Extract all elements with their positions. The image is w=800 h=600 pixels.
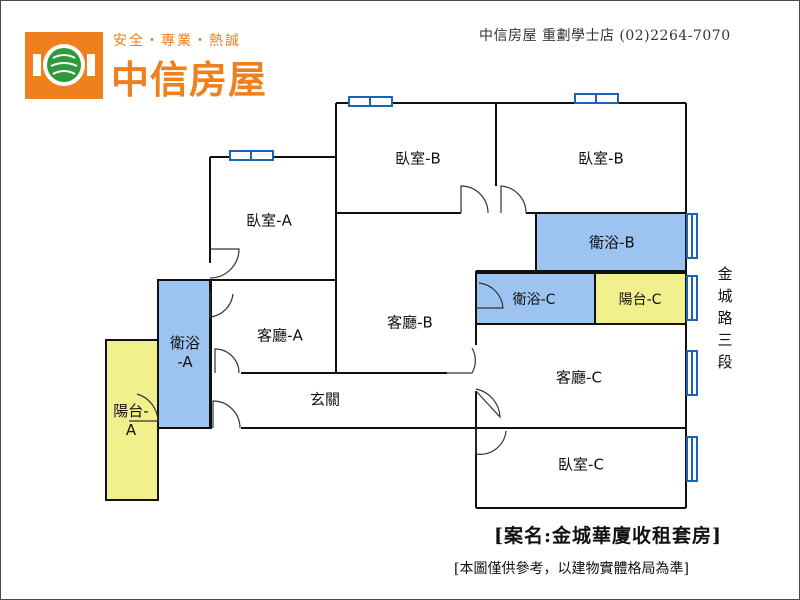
- street-char: 段: [717, 353, 733, 371]
- room-label-balcony-c: 陽台-C: [618, 292, 662, 308]
- room-label-bathroom-a-line1: 衛浴: [169, 334, 201, 352]
- disclaimer-note: [本圖僅供參考，以建物實體格局為準]: [454, 561, 689, 577]
- windows: [229, 93, 698, 482]
- room-label-bedroom-b-right: 臥室-B: [578, 149, 624, 168]
- brand-name: 中信房屋: [111, 58, 268, 102]
- room-label-balcony-a: 陽台- A: [113, 402, 148, 440]
- street-char: 城: [717, 287, 733, 305]
- room-label-living-a: 客廳-A: [257, 326, 303, 345]
- room-label-entrance: 玄關: [309, 390, 341, 409]
- street-name-label: 金 城 路 三 段: [715, 263, 735, 373]
- street-char: 路: [717, 309, 733, 327]
- street-char: 三: [717, 331, 733, 349]
- room-label-balcony-a-line1: 陽台-: [113, 402, 149, 420]
- room-label-bedroom-b-left: 臥室-B: [395, 149, 441, 168]
- room-label-living-c: 客廳-C: [556, 368, 602, 387]
- room-label-bathroom-c: 衛浴-C: [512, 292, 556, 308]
- brand-logo-icon: [25, 32, 103, 99]
- doors: [129, 185, 527, 455]
- room-label-bathroom-a-line2: -A: [177, 353, 193, 371]
- room-label-bathroom-b: 衛浴-B: [589, 233, 635, 252]
- globe-icon: [33, 44, 95, 86]
- case-title: [案名:金城華廈收租套房]: [494, 525, 722, 547]
- street-char: 金: [717, 265, 733, 283]
- agency-contact: 中信房屋 重劃學士店 (02)2264-7070: [479, 28, 731, 44]
- room-label-bedroom-c: 臥室-C: [558, 455, 604, 474]
- room-label-bathroom-a: 衛浴 -A: [170, 334, 200, 372]
- room-label-bedroom-a: 臥室-A: [246, 211, 292, 230]
- brand-slogan: 安全・專業・熱誠: [113, 33, 241, 49]
- room-label-balcony-a-line2: A: [125, 421, 137, 439]
- balcony-a-fill: [105, 339, 159, 501]
- room-label-living-b: 客廳-B: [387, 313, 433, 332]
- bathroom-b-fill: [535, 212, 687, 272]
